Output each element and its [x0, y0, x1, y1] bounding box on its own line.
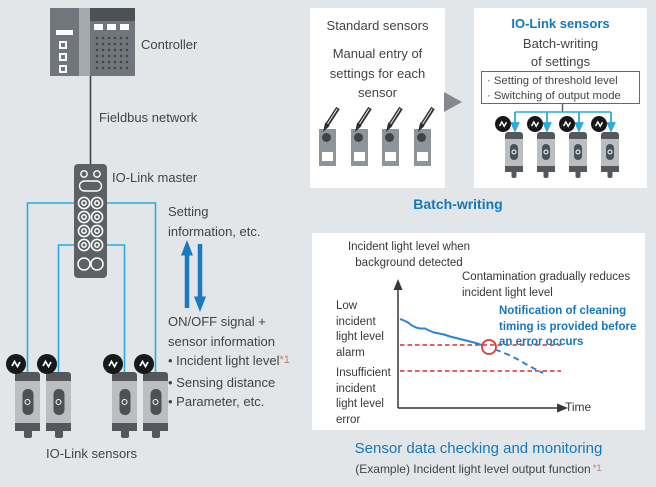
- controller-io-module: [90, 8, 135, 76]
- transition-arrow-icon: [444, 92, 462, 112]
- pen-icon: [418, 106, 435, 132]
- sensor-info-bullet: • Sensing distance: [168, 374, 276, 390]
- pen-icon: [323, 106, 340, 132]
- io-link-sensor-icon: [46, 372, 71, 438]
- chart-y-axis-title: Incident light level when background det…: [347, 241, 471, 269]
- batch-distribution-lines: [510, 104, 616, 133]
- io-link-sensors-panel: IO-Link sensors Batch-writing of setting…: [474, 8, 647, 188]
- setting-information-text: Setting information, etc.: [168, 204, 261, 239]
- feature-item: · Setting of threshold level: [487, 75, 618, 87]
- light-beam-icon: [6, 354, 26, 374]
- contamination-annotation: Contamination gradually reduces incident…: [462, 271, 631, 299]
- sensor-wire: [26, 202, 74, 373]
- manual-entry-text: Manual entry of settings for each sensor: [329, 46, 426, 100]
- light-level-curve-solid: [399, 318, 484, 347]
- light-beam-icon: [103, 354, 123, 374]
- light-level-curve-dashed: [494, 348, 544, 374]
- monitoring-chart: [393, 279, 568, 413]
- sensor-info-bullet: • Incident light level*1: [168, 353, 290, 368]
- standard-sensor-icon: [319, 105, 341, 167]
- light-beam-icon: [591, 116, 607, 132]
- pen-icon: [355, 106, 372, 132]
- cleaning-notification-annotation: Notification of cleaning timing is provi…: [499, 305, 637, 348]
- batch-writing-subtitle: Batch-writing of settings: [522, 36, 599, 69]
- controller-cpu-module: [50, 8, 79, 76]
- master-ports: [77, 196, 104, 271]
- feature-item: · Switching of output mode: [487, 90, 621, 102]
- feature-box: · Setting of threshold level · Switching…: [481, 71, 640, 104]
- light-beam-icon: [495, 116, 511, 132]
- download-arrow-icon: [194, 244, 206, 312]
- footnote-marker: *1: [279, 354, 290, 366]
- mini-sensor-icon: [601, 132, 619, 178]
- sensor-wire: [107, 244, 126, 373]
- standard-sensor-icon: [414, 105, 436, 167]
- mini-sensor-icon: [569, 132, 587, 178]
- controller-icon: [50, 8, 135, 76]
- standard-sensor-icon: [382, 105, 404, 167]
- light-beam-icon: [134, 354, 154, 374]
- controller-label: Controller: [141, 37, 198, 52]
- standard-sensor-icon: [351, 105, 373, 167]
- standard-sensors-panel: Standard sensors Manual entry of setting…: [310, 8, 445, 188]
- fieldbus-network-label: Fieldbus network: [99, 110, 198, 125]
- light-beam-icon: [527, 116, 543, 132]
- sensor-wire: [57, 244, 74, 373]
- io-link-sensors-title: IO-Link sensors: [511, 16, 610, 31]
- io-link-master-label: IO-Link master: [112, 170, 198, 185]
- notification-point-marker: [481, 339, 497, 355]
- io-link-sensor-icon: [143, 372, 168, 438]
- error-threshold-label: Insufficient incident light level error: [336, 367, 391, 426]
- monitoring-caption: Sensor data checking and monitoring: [354, 440, 603, 457]
- sensor-info-bullet: • Parameter, etc.: [168, 394, 265, 409]
- io-link-sensor-icon: [15, 372, 40, 438]
- sensor-wire: [107, 202, 157, 373]
- light-beam-icon: [37, 354, 57, 374]
- mini-sensor-icon: [537, 132, 555, 178]
- io-link-master-icon: [74, 164, 107, 278]
- monitoring-panel: Incident light level when background det…: [312, 233, 645, 430]
- io-link-sensor-icon: [112, 372, 137, 438]
- mini-sensor-icon: [505, 132, 523, 178]
- io-link-sensors-label: IO-Link sensors: [45, 446, 138, 461]
- on-off-signal-text: ON/OFF signal + sensor information • Inc…: [168, 312, 290, 412]
- example-note: (Example) Incident light level output fu…: [355, 462, 602, 476]
- footnote-marker: *1: [592, 463, 602, 474]
- time-axis-label: Time: [565, 400, 592, 414]
- pen-icon: [386, 106, 403, 132]
- upload-arrow-icon: [181, 240, 193, 308]
- light-beam-icon: [559, 116, 575, 132]
- alarm-threshold-label: Low incident light level alarm: [336, 300, 384, 359]
- batch-writing-caption: Batch-writing: [413, 196, 503, 212]
- standard-sensors-title: Standard sensors: [326, 18, 429, 33]
